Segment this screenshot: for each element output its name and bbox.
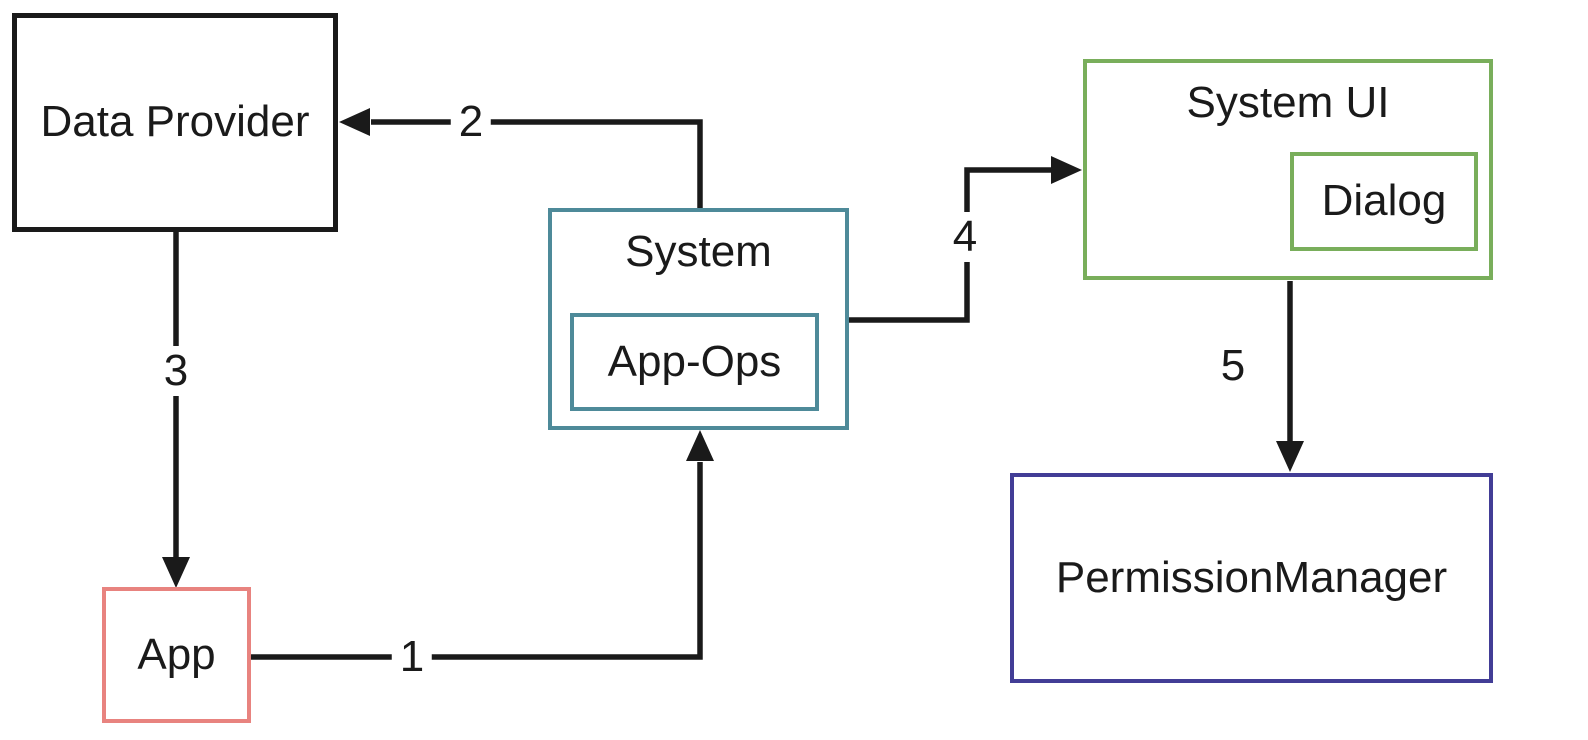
node-app-ops: App-Ops: [570, 313, 819, 411]
edge-label-5: 5: [1212, 341, 1254, 391]
arrow-system-ui-to-permission-manager: [1276, 281, 1304, 472]
edge-label-3: 3: [155, 346, 197, 396]
arrow-system-to-data-provider: [339, 108, 703, 209]
node-app-ops-label: App-Ops: [607, 336, 782, 386]
edge-label-2: 2: [450, 97, 492, 147]
node-dialog-label: Dialog: [1321, 176, 1447, 226]
node-data-provider-label: Data Provider: [40, 97, 310, 147]
edge-label-4: 4: [944, 212, 986, 262]
node-permission-manager: PermissionManager: [1010, 473, 1493, 683]
arrow-data-provider-to-app: [162, 231, 190, 588]
node-app-label: App: [137, 629, 216, 679]
arrow-app-to-system: [249, 430, 714, 660]
node-system-ui-label: System UI: [1186, 78, 1390, 127]
node-app: App: [102, 587, 251, 723]
node-data-provider: Data Provider: [12, 13, 338, 232]
node-system: System App-Ops: [548, 208, 849, 430]
node-system-ui: System UI Dialog: [1083, 59, 1493, 280]
edge-label-1: 1: [391, 632, 433, 682]
node-system-label: System: [625, 227, 772, 276]
node-dialog: Dialog: [1290, 152, 1478, 251]
node-permission-manager-label: PermissionManager: [1055, 552, 1448, 602]
